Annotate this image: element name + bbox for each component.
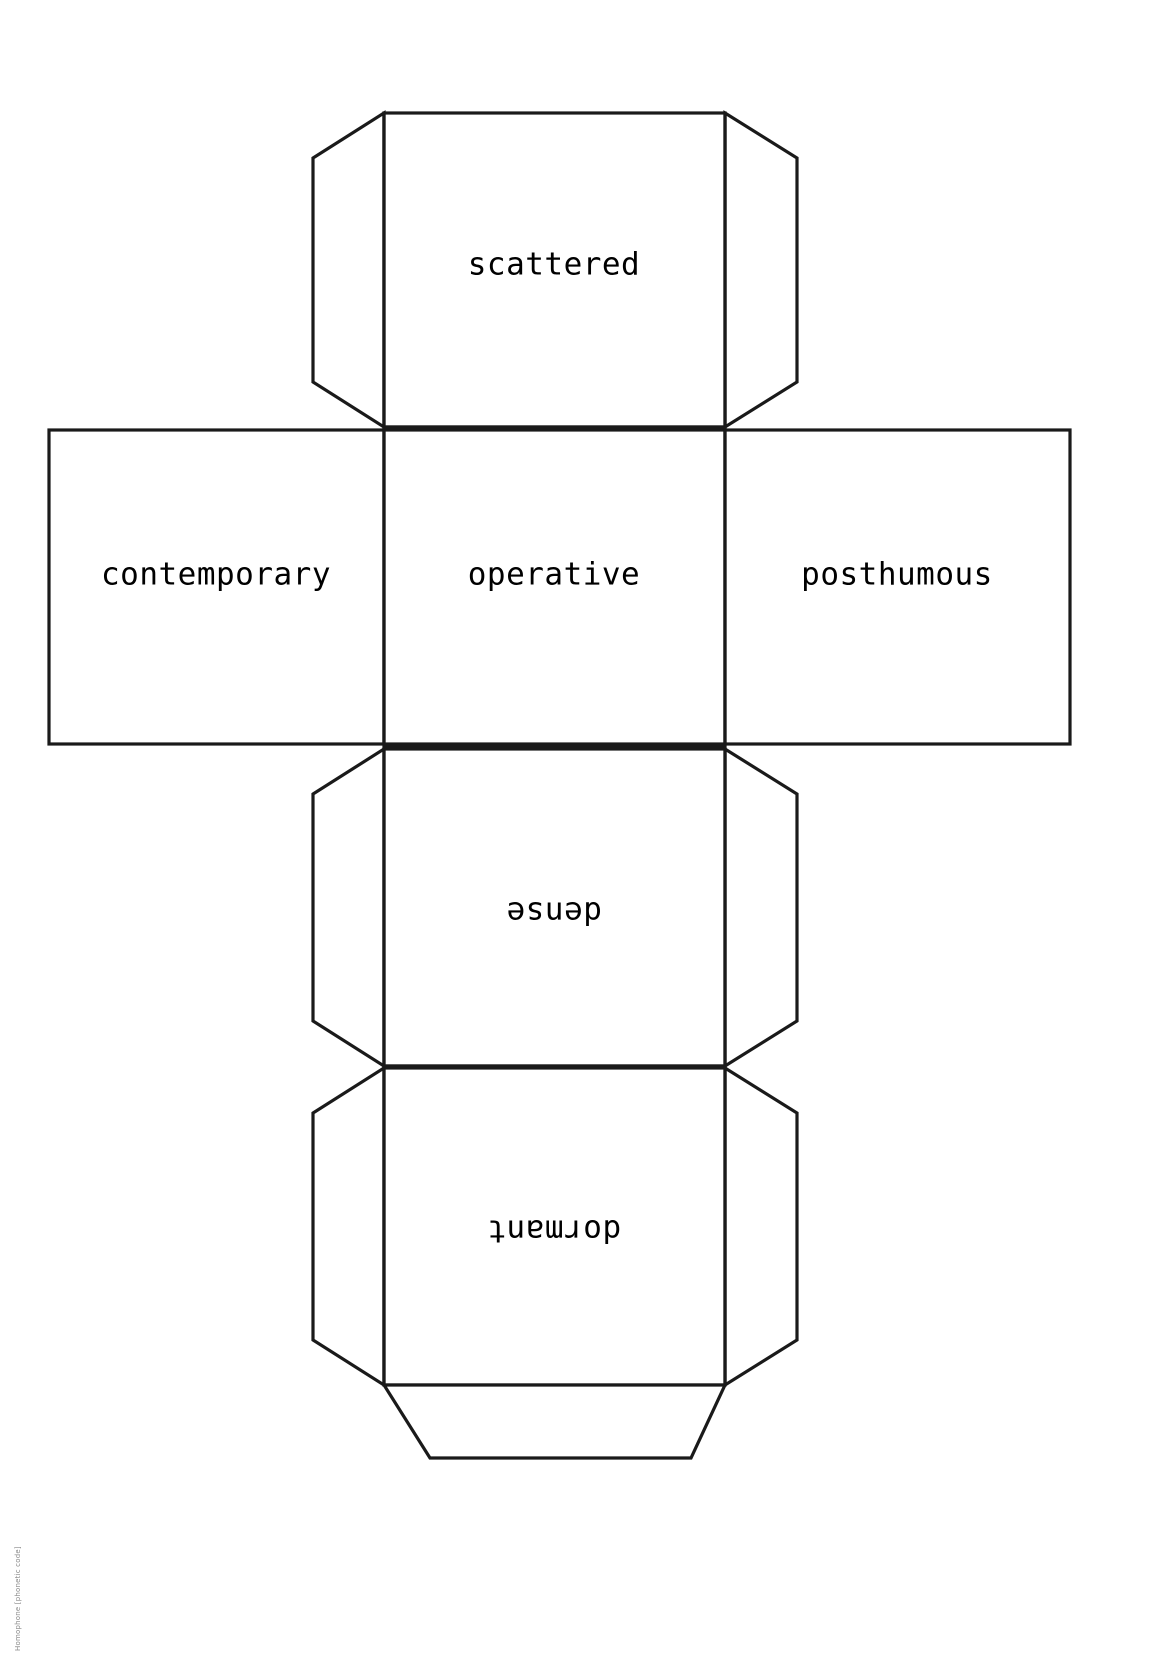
face-right [723, 428, 1072, 746]
credit-watermark: Homophone [phonetic code] [14, 1546, 22, 1651]
face-lower [382, 747, 727, 1068]
face-label-top: scattered [468, 247, 640, 283]
face-label-bottom: dormant [487, 1213, 621, 1249]
tab-lower-right-flap [723, 746, 799, 1069]
tab-top-left-flap [311, 110, 386, 430]
face-label-left: contemporary [101, 557, 331, 593]
tab-bottom-right-flap [723, 1065, 799, 1388]
tab-bottom-glue [381, 1383, 728, 1460]
face-label-right: posthumous [801, 557, 993, 593]
tab-bottom-left-flap [311, 1065, 386, 1388]
face-label-center: operative [468, 557, 640, 593]
tab-lower-left-flap [311, 746, 386, 1069]
face-bottom [382, 1066, 727, 1387]
face-label-lower: dense [506, 895, 602, 931]
tab-top-right-flap [723, 110, 799, 430]
face-top [382, 111, 727, 429]
face-left [47, 428, 386, 746]
face-center [382, 428, 727, 746]
